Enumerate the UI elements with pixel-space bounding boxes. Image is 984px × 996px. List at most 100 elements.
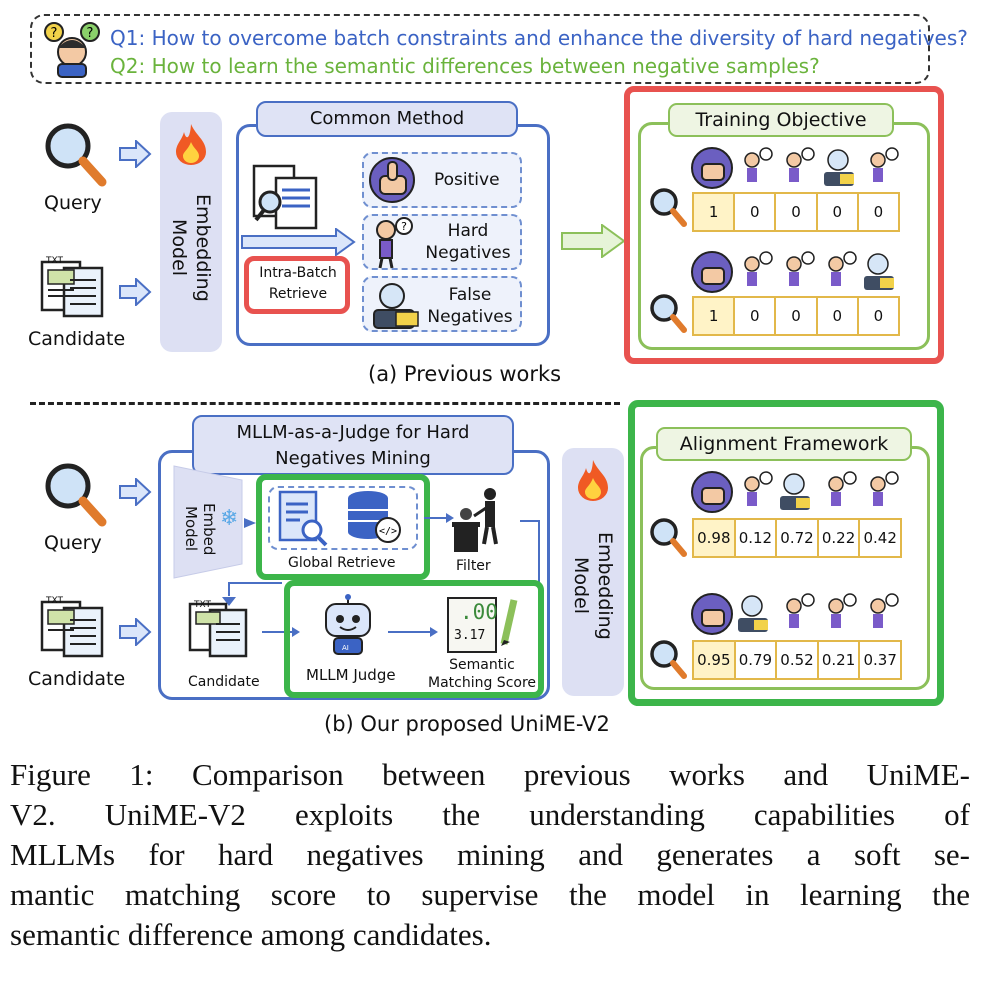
doc-icon-label-bottom: TXT: [46, 596, 64, 606]
query-label-top: Query: [44, 192, 102, 214]
snowflake-icon: ❄: [220, 506, 239, 531]
candidate-label-top: Candidate: [28, 328, 126, 350]
doc-icon-label-small: TXT: [194, 600, 212, 610]
judge-header: MLLM-as-a-Judge for Hard Negatives Minin…: [192, 415, 514, 475]
score-doc-top: .00: [460, 600, 498, 624]
document-search-icon-global: [276, 490, 332, 552]
training-scores-row1: 1 0 0 0 0: [692, 192, 900, 232]
candidate-small-label: Candidate: [188, 674, 260, 690]
section-caption-previous: (a) Previous works: [368, 362, 562, 386]
candidate-icons-row2-bottom: [690, 592, 900, 642]
connector-filter-to-judge: [520, 520, 540, 612]
false-negatives-label: False Negatives: [427, 285, 513, 327]
magnifier-icon-query-bottom: [40, 458, 110, 530]
magnifier-icon-query-top: [40, 118, 110, 190]
alignment-framework-highlight: [628, 400, 944, 706]
svg-text:?: ?: [401, 220, 407, 233]
arrow-icon-to-filter: [424, 510, 456, 530]
doc-icon-candidate-bottom: [38, 598, 106, 658]
section-caption-proposed: (b) Our proposed UniME-V2: [324, 712, 610, 736]
score-cell: 0: [774, 194, 816, 230]
score-document-icon: [444, 594, 520, 660]
filter-label: Filter: [456, 558, 491, 574]
score-cell: 0: [774, 298, 816, 334]
intra-batch-retrieve-label: Intra-Batch Retrieve: [259, 265, 337, 302]
score-cell: 0.95: [694, 642, 734, 678]
arrow-icon-query-bottom: [118, 476, 152, 510]
score-cell: 0: [733, 298, 775, 334]
caption-line: MLLMs for hard negatives mining and gene…: [10, 837, 970, 872]
question-2: Q2: How to learn the semantic difference…: [110, 54, 820, 78]
svg-text:?: ?: [87, 26, 94, 41]
database-icon: </>: [344, 488, 404, 552]
intra-batch-retrieve-box: [244, 256, 350, 314]
global-retrieve-label: Global Retrieve: [288, 555, 396, 571]
doc-icon-label-top: TXT: [46, 256, 64, 266]
magnifier-icon-row1-top: [648, 186, 688, 232]
connector-embed-to-candidate: [228, 582, 282, 596]
training-objective-header: Training Objective: [668, 103, 894, 137]
arrow-icon-retrieve: [240, 227, 358, 260]
candidate-icons-row2-top: [690, 250, 900, 300]
hard-negatives-label: Hard Negatives: [425, 221, 511, 263]
embedding-model-label-top: Embedding Model: [168, 194, 214, 302]
confused-person-icon: ?: [370, 216, 414, 274]
fire-icon-bottom: [574, 458, 612, 506]
mllm-judge-label: MLLM Judge: [306, 666, 396, 684]
score-cell: 1: [694, 194, 734, 230]
score-cell: 0: [815, 298, 857, 334]
svg-text:</>: </>: [379, 526, 397, 537]
semantic-score-label: Semantic Matching Score: [427, 657, 537, 691]
arrow-icon-candidate-bottom: [118, 616, 152, 650]
score-cell: 0: [815, 194, 857, 230]
arrow-icon-query-top: [118, 138, 152, 172]
questions-box: [30, 14, 930, 84]
robot-ai-label: AI: [342, 644, 349, 652]
score-cell: 0.12: [733, 520, 776, 556]
doc-icon-candidate-top: [38, 258, 106, 318]
judge-highlight: [284, 580, 544, 698]
global-retrieve-highlight: [256, 474, 430, 580]
score-cell: 0: [856, 298, 899, 334]
query-label-bottom: Query: [44, 532, 102, 554]
robot-icon: [320, 594, 376, 660]
training-scores-row2: 1 0 0 0 0: [692, 296, 900, 336]
score-cell: 1: [694, 298, 734, 334]
trash-person-icon: [450, 486, 510, 560]
figure-caption: Figure 1: Comparison between previous wo…: [10, 755, 970, 955]
alignment-scores-row2: 0.95 0.79 0.52 0.21 0.37: [692, 640, 902, 680]
magnifier-icon-row1-bottom: [648, 516, 688, 562]
alignment-scores-row1: 0.98 0.12 0.72 0.22 0.42: [692, 518, 902, 558]
caption-line: Figure 1: Comparison between previous wo…: [10, 757, 970, 792]
arrow-icon-to-score: [388, 624, 440, 644]
embed-model-label: Embed Model: [182, 502, 218, 556]
score-cell: 0.52: [775, 642, 817, 678]
score-cell: 0.42: [858, 520, 900, 556]
score-cell: 0: [733, 194, 775, 230]
embed-model-trapezoid: [172, 464, 244, 584]
arrow-icon-candidate-top: [118, 276, 152, 310]
score-cell: 0.72: [775, 520, 817, 556]
question-1: Q1: How to overcome batch constraints an…: [110, 26, 968, 50]
training-objective-highlight: [624, 86, 944, 364]
score-cell: 0.22: [816, 520, 859, 556]
score-doc-bottom: 3.17: [454, 628, 486, 643]
person-laptop-icon: [368, 280, 422, 334]
alignment-framework-header: Alignment Framework: [656, 427, 912, 461]
magnifier-icon-row2-top: [648, 292, 688, 338]
positive-label: Positive: [434, 170, 500, 190]
thinking-person-icon: ? ?: [42, 20, 102, 78]
score-cell: 0: [856, 194, 899, 230]
common-method-header: Common Method: [256, 101, 518, 137]
doc-icon-candidate-small: [186, 602, 252, 664]
caption-line: semantic difference among candidates.: [10, 917, 492, 952]
svg-text:?: ?: [51, 26, 58, 41]
magnifier-icon-row2-bottom: [648, 638, 688, 684]
section-divider: [30, 402, 620, 405]
candidate-icons-row1-top: [690, 146, 900, 196]
caption-line: V2. UniME-V2 exploits the understanding …: [10, 797, 970, 832]
candidate-icons-row1-bottom: [690, 470, 900, 520]
score-cell: 0.79: [733, 642, 776, 678]
thumbs-up-icon: [366, 154, 420, 210]
connector-retrieve-to-embed: [244, 514, 258, 533]
